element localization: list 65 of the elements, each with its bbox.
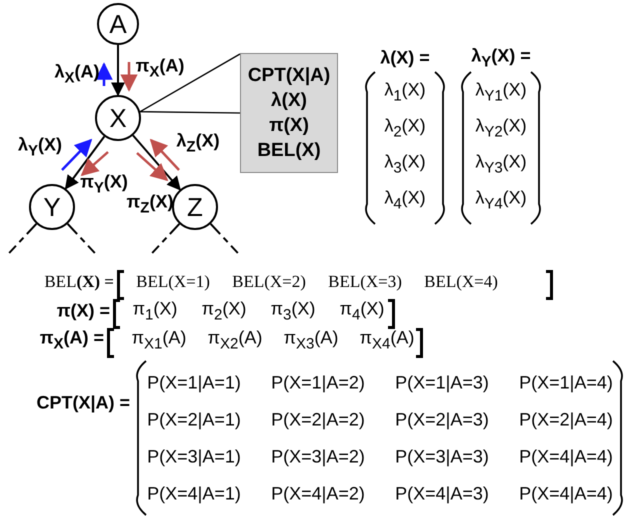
vector-entry: λ$_{Y2}$(X) xyxy=(475,116,527,140)
equation-label: π(X) = xyxy=(56,300,110,322)
message-label: π$_{X}$(A) xyxy=(136,56,184,80)
vector-entry: λ$_{Y1}$(X) xyxy=(475,80,527,104)
circle-node: Z xyxy=(172,184,218,230)
matrix-entry: P(X=1|A=3) xyxy=(395,372,489,394)
matrix-entry: P(X=1|A=1) xyxy=(147,372,241,394)
equation-label: π$_{X}$(A) = xyxy=(40,328,104,352)
matrix-entry: P(X=2|A=3) xyxy=(395,410,489,430)
matrix-entry: P(X=4|A=1) xyxy=(147,484,241,504)
vector-entry: λ$_{3}$(X) xyxy=(384,152,426,176)
matrix-entry: BEL(X=1) xyxy=(136,272,210,292)
matrix-entry: π$_{4}$(X) xyxy=(340,298,384,324)
box-text: π(X) xyxy=(269,114,309,138)
dashed-line xyxy=(8,223,38,254)
box-text: CPT(X|A) xyxy=(248,64,330,88)
vector-entry: λ$_{Y3}$(X) xyxy=(475,152,527,176)
matrix-entry: BEL(X=4) xyxy=(424,272,498,292)
matrix-entry: P(X=2|A=2) xyxy=(271,410,365,430)
message-label: λ$_{X}$(A) xyxy=(54,62,100,86)
equation-label: CPT(X|A) = xyxy=(36,392,130,414)
dashed-line xyxy=(66,223,96,254)
matrix-entry: π$_{2}$(X) xyxy=(202,298,246,324)
matrix-entry: P(X=2|A=1) xyxy=(147,410,241,430)
matrix-entry: P(X=3|A=3) xyxy=(395,446,489,468)
message-label: λ$_{Z}$(X) xyxy=(176,130,220,156)
vector-entry: λ$_{1}$(X) xyxy=(384,80,426,104)
matrix-entry: P(X=3|A=1) xyxy=(147,446,241,468)
vector-entry: λ$_{2}$(X) xyxy=(384,116,426,140)
matrix-entry: P(X=3|A=2) xyxy=(271,446,365,468)
matrix-entry: π$_{3}$(X) xyxy=(270,298,316,324)
matrix-entry: P(X=4|A=2) xyxy=(271,484,365,504)
matrix-entry: BEL(X=2) xyxy=(232,272,306,292)
dashed-line xyxy=(210,223,239,254)
matrix-entry: π$_{X3}$(A) xyxy=(284,328,338,352)
message-label: λ$_{Y}$(X) xyxy=(18,134,62,160)
matrix-entry: P(X=2|A=4) xyxy=(519,410,613,430)
circle-node: X xyxy=(95,95,141,141)
equation-label: BEL(X) = xyxy=(44,272,114,292)
matrix-entry: π$_{X2}$(A) xyxy=(208,328,262,352)
arrow xyxy=(64,136,106,190)
box-text: BEL(X) xyxy=(257,139,321,163)
matrix-entry: P(X=4|A=4) xyxy=(519,484,613,504)
circle-node: Y xyxy=(29,184,75,230)
matrix-entry: P(X=4|A=3) xyxy=(395,484,489,504)
vector-entry: λ$_{Y4}$(X) xyxy=(475,188,527,212)
matrix-entry: π$_{X4}$(A) xyxy=(360,328,414,352)
arrow xyxy=(132,134,181,191)
message-label: π$_{Z}$(X) xyxy=(126,192,174,216)
matrix-entry: π$_{1}$(X) xyxy=(132,298,178,324)
matrix-entry: π$_{X1}$(A) xyxy=(132,328,186,352)
matrix-entry: P(X=4|A=4) xyxy=(519,446,613,468)
box-text: λ(X) xyxy=(271,89,307,113)
dashed-line xyxy=(151,223,180,254)
matrix-entry: BEL(X=3) xyxy=(328,272,402,292)
circle-node: A xyxy=(97,3,139,45)
vector-label: λ(X) = xyxy=(380,48,430,68)
leader-line xyxy=(139,53,241,114)
message-label: π$_{Y}$(X) xyxy=(80,172,128,196)
arrow xyxy=(111,45,125,96)
vector-label: λ$_{Y}$(X) = xyxy=(471,46,531,70)
info-box xyxy=(240,53,338,173)
vector-entry: λ$_{4}$(X) xyxy=(384,188,426,212)
matrix-entry: P(X=1|A=2) xyxy=(271,372,365,394)
matrix-entry: P(X=1|A=4) xyxy=(519,372,613,394)
